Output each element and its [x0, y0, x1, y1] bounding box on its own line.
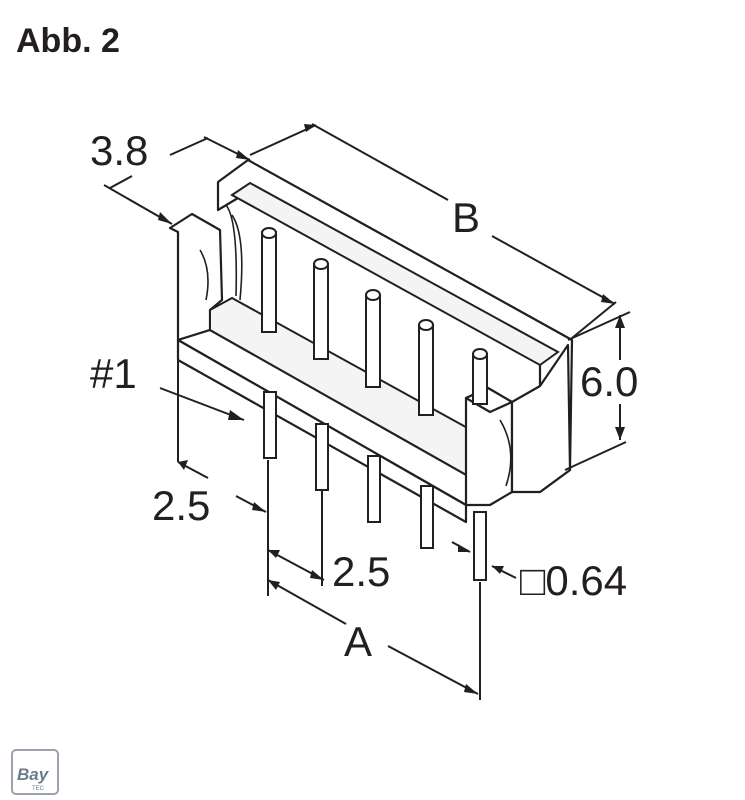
pin-one-label: #1	[90, 350, 137, 397]
pin-tip	[365, 289, 381, 301]
pin-tip	[472, 348, 488, 360]
pin-top	[313, 263, 329, 360]
pin-leg	[420, 485, 434, 549]
pin-tip	[418, 319, 434, 331]
dim-height-label: 6.0	[580, 358, 638, 405]
dim-pin-size-label: □0.64	[520, 557, 627, 604]
dim-pitch-second-label: 2.5	[332, 548, 390, 595]
svg-text:TEC: TEC	[32, 786, 45, 792]
latch-detail	[225, 204, 243, 301]
dim-length-a-label: A	[344, 618, 372, 665]
dim-depth-label: 3.8	[90, 127, 148, 174]
pin-leg	[315, 423, 329, 491]
pin-tip	[313, 258, 329, 270]
bay-tec-logo: Bay TEC	[11, 749, 59, 795]
right-side-wall	[510, 343, 572, 494]
dim-length-b-label: B	[452, 194, 480, 241]
connector-body	[168, 158, 574, 524]
pin-top	[261, 231, 277, 333]
pin-tip	[261, 227, 277, 239]
pin-leg	[367, 455, 381, 523]
left-slot	[199, 249, 209, 301]
back-wall-inner	[230, 181, 560, 367]
pin-bottoms	[263, 391, 487, 581]
pin-leg	[263, 391, 277, 459]
figure-title: Abb. 2	[16, 22, 120, 60]
pin-top	[418, 324, 434, 416]
svg-text:Bay: Bay	[17, 765, 50, 784]
right-slot	[499, 419, 512, 487]
pin-top	[365, 294, 381, 388]
pin-leg	[473, 511, 487, 581]
pin-tops	[261, 227, 488, 416]
arrowheads	[158, 124, 625, 694]
pin-top	[472, 353, 488, 405]
dim-pitch-first-label: 2.5	[152, 482, 210, 529]
